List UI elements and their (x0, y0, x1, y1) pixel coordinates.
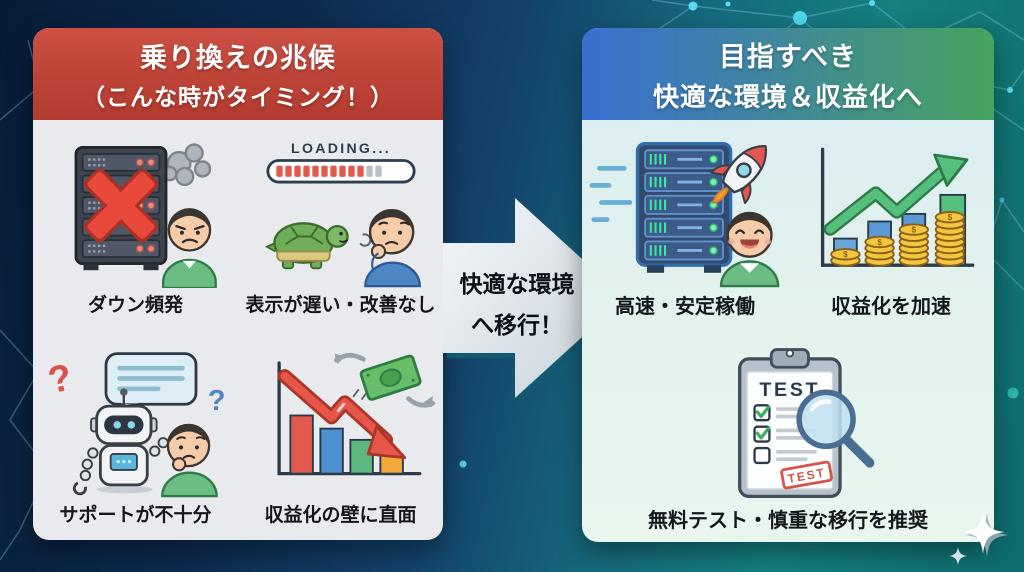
slow-loading-icon: LOADING... (264, 140, 421, 287)
label-free-test-migration: 無料テスト・慎重な移行を推奨 (648, 510, 928, 532)
down-trend-arrow (277, 368, 406, 459)
clipboard-title: TEST (759, 379, 820, 401)
fast-server-icon (589, 141, 780, 288)
right-panel-title-line1: 目指すべき (718, 41, 858, 72)
label-accelerate-monetization: 収益化を加速 (831, 296, 951, 318)
label-down-frequent: ダウン頻発 (87, 294, 183, 316)
svg-text:$: $ (912, 225, 917, 234)
speed-lines (589, 165, 633, 222)
server-slots (644, 149, 724, 261)
robot-support-icon: ? ? (44, 351, 225, 497)
confused-person (160, 423, 218, 497)
cell-growth-chart: $ $ $ $ 収益化を加速 (788, 120, 994, 331)
svg-text:$: $ (843, 250, 848, 259)
test-clipboard-icon: TEST TEST (738, 348, 875, 499)
left-panel-title-line2: （こんな時がタイミング！） (82, 84, 394, 110)
transition-arrow-label: 快適な環境 へ移行！ (438, 264, 596, 346)
money-flying-away (333, 352, 435, 408)
happy-person (719, 211, 780, 288)
smoke-cloud-icon (161, 142, 211, 186)
cell-robot-support: ? ? (33, 330, 238, 540)
cell-server-down: ダウン頻発 (33, 120, 238, 330)
sigh-mark (359, 232, 371, 247)
left-panel-switch-signs: 乗り換えの兆候 （こんな時がタイミング！） (33, 28, 443, 540)
error-x-icon (83, 168, 158, 242)
left-panel-title-line1: 乗り換えの兆候 (140, 43, 336, 73)
right-panel-title-line2: 快適な環境＆収益化へ (652, 81, 923, 112)
progress-segments (275, 165, 382, 177)
cell-slow-loading: LOADING... (238, 120, 443, 330)
red-question-mark: ? (44, 355, 75, 401)
robot (72, 387, 184, 495)
cell-test-clipboard: TEST TEST (582, 331, 994, 542)
growth-chart-icon: $ $ $ $ (820, 147, 975, 267)
right-panel-grid: 高速・安定稼働 (582, 120, 994, 542)
label-slow-display: 表示が遅い・改善なし (245, 294, 436, 316)
loading-text: LOADING... (291, 140, 391, 156)
cell-fast-server: 高速・安定稼働 (582, 120, 788, 331)
right-panel-ideal-environment: 目指すべき 快適な環境＆収益化へ (582, 28, 994, 542)
svg-text:$: $ (877, 238, 882, 247)
sparkle-icon (949, 510, 1009, 565)
coin-dollar-symbols: $ $ $ $ (843, 213, 953, 259)
label-monetization-wall: 収益化の壁に直面 (264, 504, 417, 526)
cell-declining-chart: 収益化の壁に直面 (238, 330, 443, 540)
left-panel-header: 乗り換えの兆候 （こんな時がタイミング！） (33, 28, 443, 120)
blue-question-mark: ? (207, 384, 225, 416)
label-insufficient-support: サポートが不十分 (59, 504, 212, 526)
magnifier-icon (796, 389, 875, 468)
arrow-label-line2: へ移行！ (471, 312, 563, 338)
right-panel-header: 目指すべき 快適な環境＆収益化へ (582, 28, 994, 120)
server-down-icon (74, 142, 217, 288)
left-panel-grid: ダウン頻発 LOADING... (33, 120, 443, 540)
worried-person (363, 208, 421, 287)
turtle-icon (264, 221, 349, 269)
rocket-icon (710, 145, 768, 205)
coin-stacks (830, 211, 966, 267)
svg-text:TEST: TEST (787, 465, 827, 485)
up-trend-arrow (823, 153, 969, 236)
label-fast-stable: 高速・安定稼働 (615, 296, 755, 318)
transition-arrow (443, 198, 629, 403)
svg-text:$: $ (948, 213, 953, 222)
speech-bubble-icon (104, 351, 197, 420)
test-stamp: TEST (780, 460, 833, 490)
declining-bars (288, 414, 404, 475)
arrow-label-line1: 快適な環境 (459, 271, 575, 297)
frustrated-person (161, 207, 217, 288)
declining-chart-icon (276, 352, 435, 475)
